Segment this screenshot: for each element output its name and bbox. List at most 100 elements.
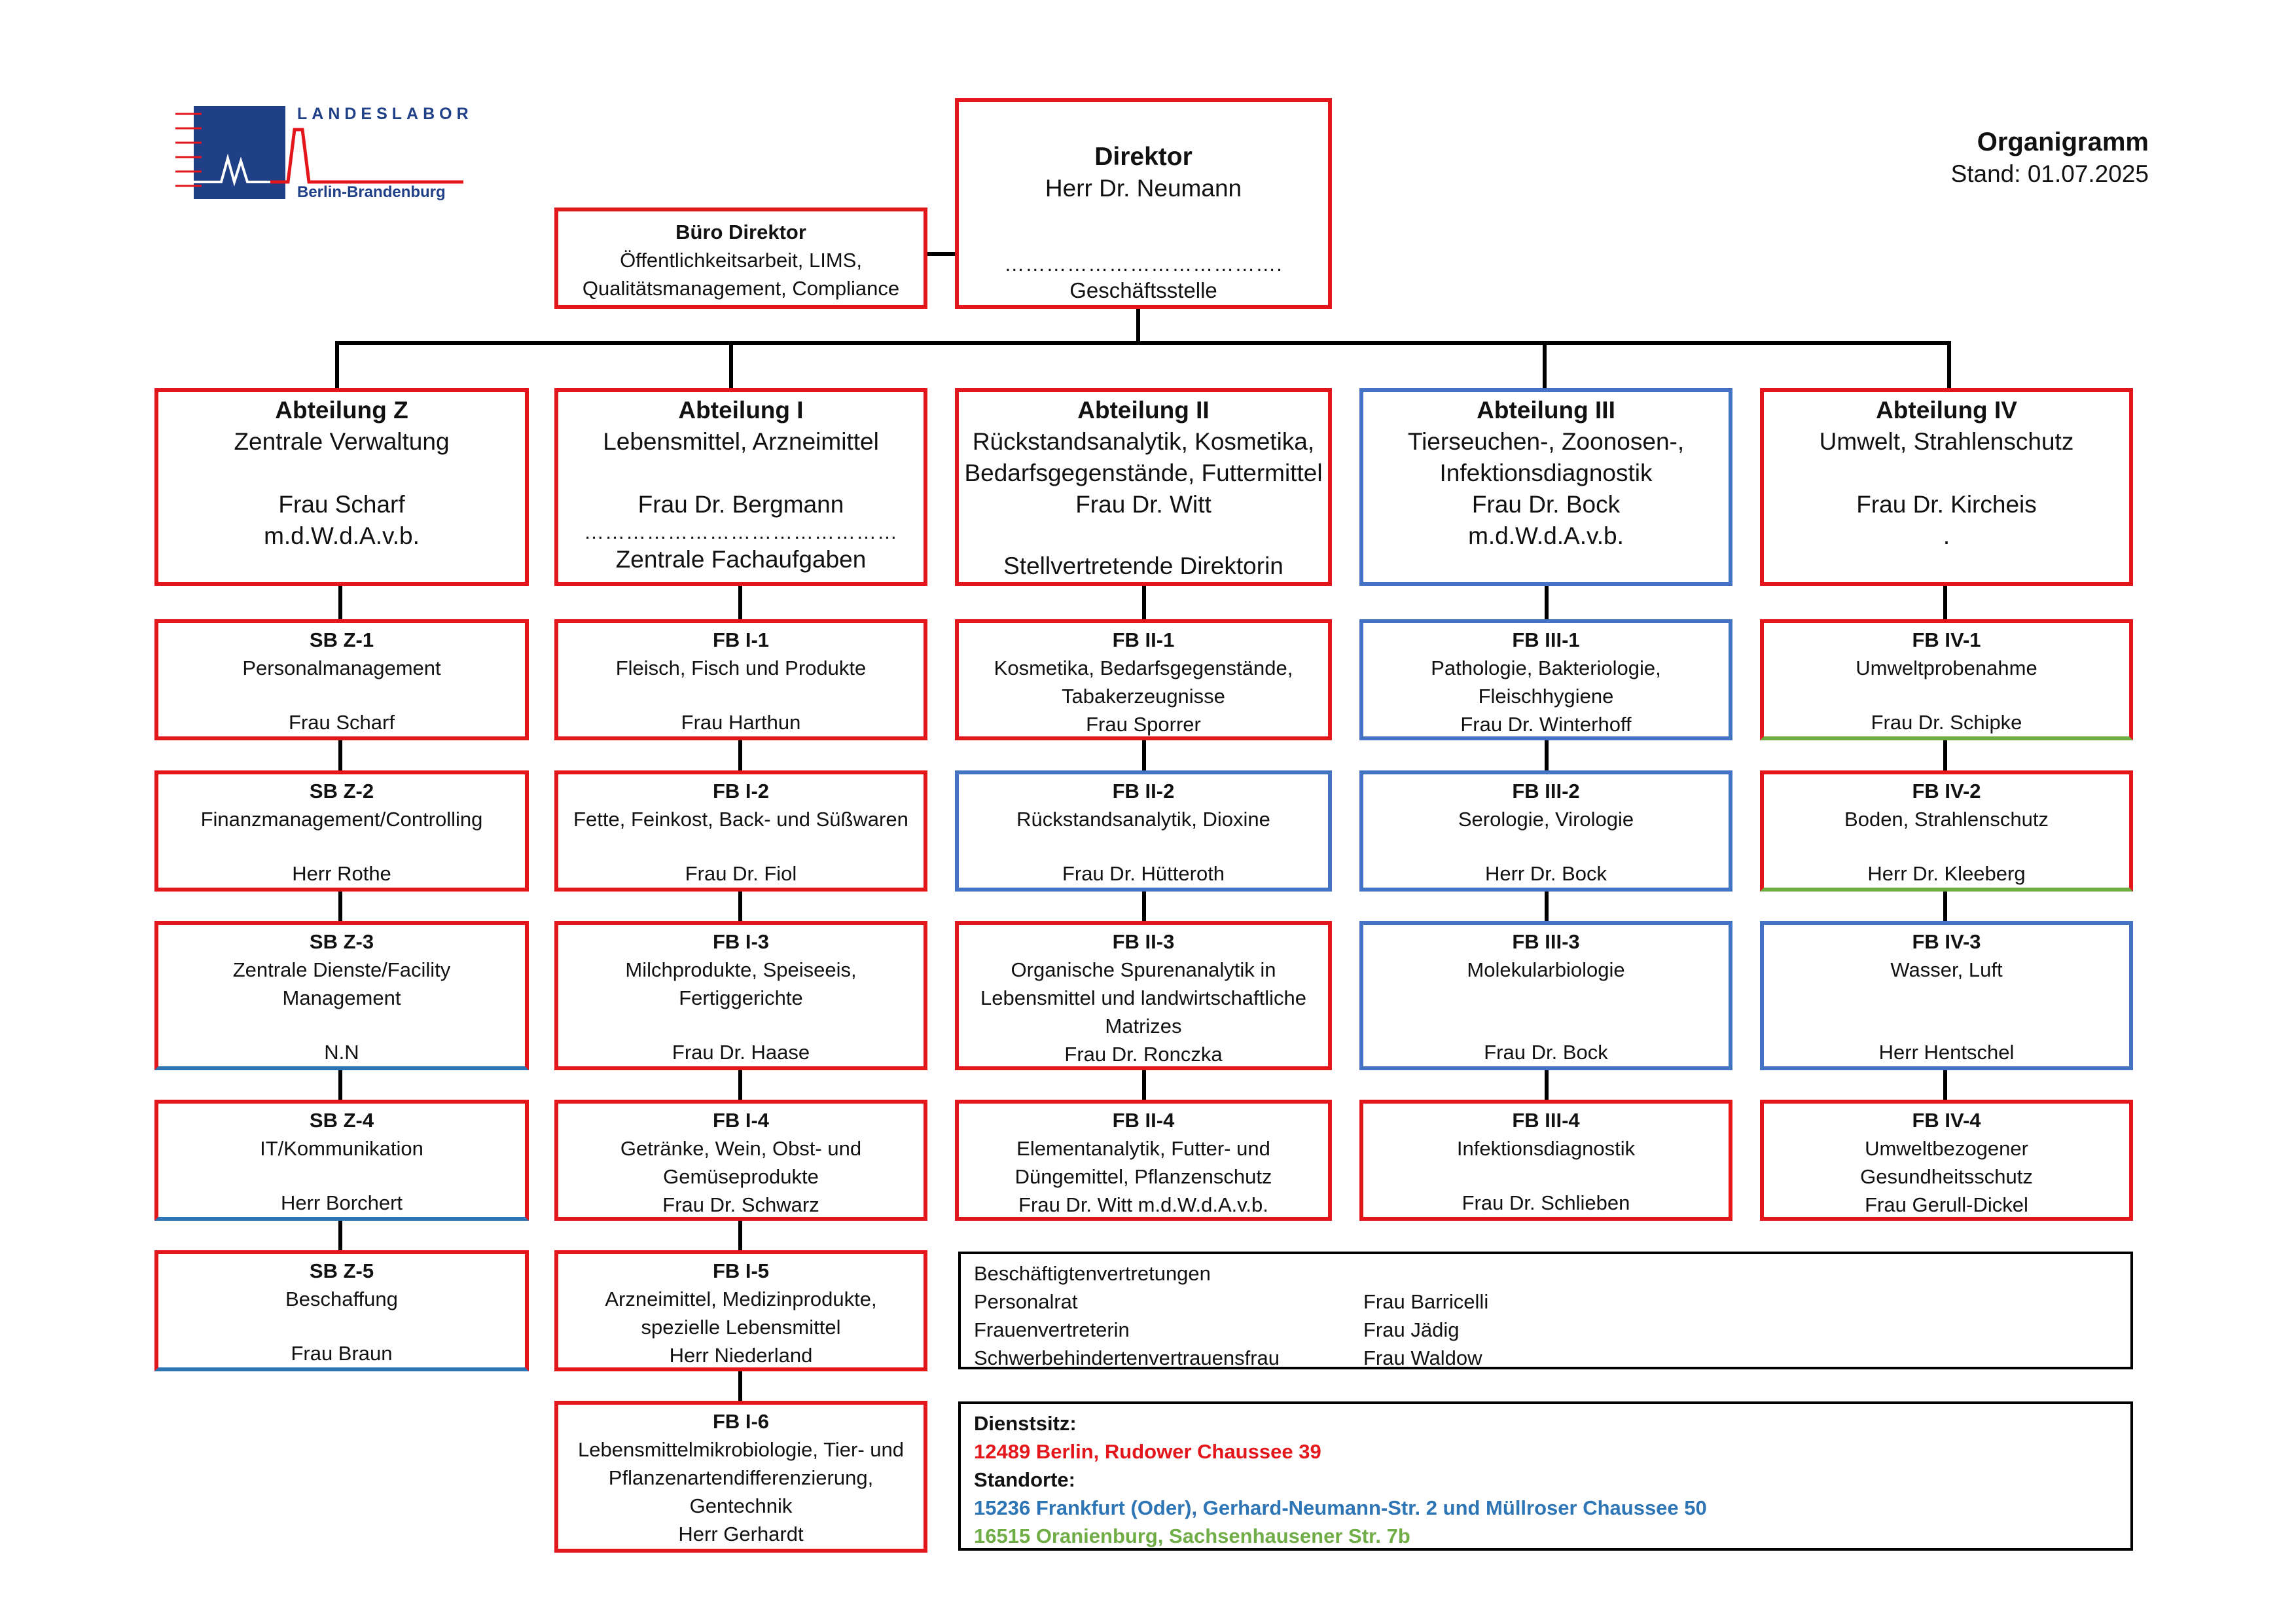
unit-title: FB I-3 bbox=[712, 930, 770, 953]
locations-sites-heading: Standorte: bbox=[974, 1468, 1075, 1491]
unit-line: Beschaffung bbox=[285, 1288, 398, 1310]
unit-head: Frau Dr. Ronczka bbox=[1064, 1043, 1223, 1066]
unit-title: SB Z-5 bbox=[309, 1259, 374, 1282]
department-line: Umwelt, Strahlenschutz bbox=[1819, 428, 2074, 455]
unit-line: Fleischhygiene bbox=[1478, 685, 1614, 708]
unit-title: FB III-2 bbox=[1512, 780, 1580, 803]
department-line: m.d.W.d.A.v.b. bbox=[1468, 522, 1624, 549]
unit-line: Zentrale Dienste/Facility bbox=[232, 958, 451, 981]
department-line: Zentrale Fachaufgaben bbox=[615, 546, 867, 573]
unit-fb-i-4: FB I-4 Getränke, Wein, Obst- und Gemüsep… bbox=[554, 1100, 927, 1221]
department-title: Abteilung III bbox=[1477, 397, 1615, 424]
unit-head: Frau Gerull-Dickel bbox=[1865, 1193, 2028, 1216]
unit-head: Frau Braun bbox=[291, 1342, 393, 1365]
unit-head: Frau Dr. Schwarz bbox=[662, 1193, 819, 1216]
logo-graphic bbox=[175, 106, 463, 199]
department-title: Abteilung IV bbox=[1876, 397, 2017, 424]
column-connector-z bbox=[338, 583, 342, 1257]
unit-title: FB III-1 bbox=[1512, 628, 1580, 651]
unit-line: Umweltbezogener bbox=[1865, 1137, 2028, 1160]
department-4: Abteilung IV Umwelt, Strahlenschutz Frau… bbox=[1760, 388, 2133, 586]
unit-title: FB IV-1 bbox=[1912, 628, 1981, 651]
unit-fb-iii-3: FB III-3 Molekularbiologie Frau Dr. Bock bbox=[1359, 921, 1732, 1070]
unit-head: Frau Sporrer bbox=[1086, 713, 1201, 736]
unit-line: Gemüseprodukte bbox=[663, 1165, 819, 1188]
representatives-heading: Beschäftigtenvertretungen bbox=[974, 1262, 1211, 1285]
director-office: Geschäftsstelle bbox=[1069, 278, 1217, 302]
unit-line: Personalmanagement bbox=[242, 657, 441, 679]
unit-fb-iv-1: FB IV-1 Umweltprobenahme Frau Dr. Schipk… bbox=[1760, 619, 2133, 740]
unit-line: Tabakerzeugnisse bbox=[1062, 685, 1225, 708]
department-head: Frau Dr. Bergmann bbox=[637, 491, 844, 518]
unit-sb-z-3: SB Z-3 Zentrale Dienste/Facility Managem… bbox=[154, 921, 529, 1070]
unit-line: Arzneimittel, Medizinprodukte, bbox=[605, 1288, 877, 1310]
logo: LANDESLABOR Berlin-Brandenburg bbox=[175, 105, 469, 204]
unit-title: FB III-4 bbox=[1512, 1109, 1580, 1132]
unit-title: SB Z-2 bbox=[309, 780, 374, 803]
department-title: Abteilung I bbox=[678, 397, 804, 424]
unit-head: Frau Dr. Schlieben bbox=[1462, 1191, 1630, 1214]
unit-fb-i-5: FB I-5 Arzneimittel, Medizinprodukte, sp… bbox=[554, 1250, 927, 1371]
unit-fb-i-3: FB I-3 Milchprodukte, Speiseeis, Fertigg… bbox=[554, 921, 927, 1070]
department-title: Abteilung II bbox=[1077, 397, 1210, 424]
unit-line: Elementanalytik, Futter- und bbox=[1016, 1137, 1270, 1160]
location-main: 12489 Berlin, Rudower Chaussee 39 bbox=[974, 1440, 1321, 1463]
buero-line-2: Qualitätsmanagement, Compliance bbox=[582, 277, 900, 300]
representative-row: Personalrat Frau Barricelli bbox=[974, 1288, 2130, 1316]
unit-title: SB Z-1 bbox=[309, 628, 374, 651]
unit-line: Wasser, Luft bbox=[1890, 958, 2003, 981]
unit-line: Milchprodukte, Speiseeis, bbox=[625, 958, 857, 981]
unit-head: Frau Dr. Witt m.d.W.d.A.v.b. bbox=[1018, 1193, 1268, 1216]
unit-line: Umweltprobenahme bbox=[1856, 657, 2037, 679]
representatives-box: Beschäftigtenvertretungen Personalrat Fr… bbox=[958, 1252, 2133, 1369]
department-line: Stellvertretende Direktorin bbox=[1003, 552, 1283, 579]
unit-line: Fette, Feinkost, Back- und Süßwaren bbox=[573, 808, 908, 831]
unit-line: Rückstandsanalytik, Dioxine bbox=[1016, 808, 1270, 831]
department-line: Zentrale Verwaltung bbox=[234, 428, 450, 455]
page-date: Stand: 01.07.2025 bbox=[1950, 160, 2149, 187]
unit-line: Organische Spurenanalytik in bbox=[1011, 958, 1276, 981]
unit-line: IT/Kommunikation bbox=[260, 1137, 423, 1160]
unit-title: FB II-1 bbox=[1112, 628, 1175, 651]
unit-fb-ii-2: FB II-2 Rückstandsanalytik, Dioxine Frau… bbox=[955, 770, 1332, 892]
unit-line: Fleisch, Fisch und Produkte bbox=[615, 657, 867, 679]
unit-line: Finanzmanagement/Controlling bbox=[200, 808, 483, 831]
department-dots: ……………………………………… bbox=[584, 520, 898, 543]
unit-title: FB I-6 bbox=[712, 1410, 770, 1433]
unit-head: N.N bbox=[324, 1041, 359, 1064]
director-buero-connector bbox=[925, 252, 958, 256]
unit-head: Frau Scharf bbox=[289, 711, 395, 734]
unit-line: Pflanzenartendifferenzierung, bbox=[608, 1466, 874, 1489]
department-horizontal-connector bbox=[335, 341, 1951, 345]
location-site-oranienburg: 16515 Oranienburg, Sachsenhausener Str. … bbox=[974, 1525, 1410, 1547]
department-head: Frau Dr. Kircheis bbox=[1856, 491, 2037, 518]
department-line: Lebensmittel, Arzneimittel bbox=[603, 428, 879, 455]
department-head: Frau Scharf bbox=[278, 491, 405, 518]
department-line: Infektionsdiagnostik bbox=[1439, 460, 1653, 486]
unit-title: FB I-5 bbox=[712, 1259, 770, 1282]
unit-sb-z-4: SB Z-4 IT/Kommunikation Herr Borchert bbox=[154, 1100, 529, 1221]
unit-title: FB IV-3 bbox=[1912, 930, 1981, 953]
unit-fb-iv-3: FB IV-3 Wasser, Luft Herr Hentschel bbox=[1760, 921, 2133, 1070]
department-line: Tierseuchen-, Zoonosen-, bbox=[1407, 428, 1685, 455]
unit-title: FB III-3 bbox=[1512, 930, 1580, 953]
dept-connector-4 bbox=[1947, 341, 1951, 391]
buero-line-1: Öffentlichkeitsarbeit, LIMS, bbox=[620, 249, 862, 272]
dept-connector-1 bbox=[729, 341, 733, 391]
unit-fb-i-2: FB I-2 Fette, Feinkost, Back- und Süßwar… bbox=[554, 770, 927, 892]
unit-line: Pathologie, Bakteriologie, bbox=[1431, 657, 1661, 679]
unit-head: Frau Dr. Bock bbox=[1484, 1041, 1608, 1064]
unit-line: Infektionsdiagnostik bbox=[1456, 1137, 1636, 1160]
department-head: Frau Dr. Bock bbox=[1471, 491, 1621, 518]
representative-role: Frauenvertreterin bbox=[974, 1318, 1130, 1341]
unit-sb-z-2: SB Z-2 Finanzmanagement/Controlling Herr… bbox=[154, 770, 529, 892]
department-line: . bbox=[1943, 522, 1950, 549]
representative-role: Schwerbehindertenvertrauensfrau bbox=[974, 1346, 1280, 1369]
unit-line: Serologie, Virologie bbox=[1458, 808, 1634, 831]
unit-fb-i-1: FB I-1 Fleisch, Fisch und Produkte Frau … bbox=[554, 619, 927, 740]
representative-name: Frau Barricelli bbox=[1363, 1290, 1489, 1313]
unit-head: Herr Gerhardt bbox=[678, 1523, 804, 1545]
buero-title: Büro Direktor bbox=[675, 221, 806, 244]
representative-name: Frau Waldow bbox=[1363, 1346, 1482, 1369]
buero-box: Büro Direktor Öffentlichkeitsarbeit, LIM… bbox=[554, 208, 927, 309]
